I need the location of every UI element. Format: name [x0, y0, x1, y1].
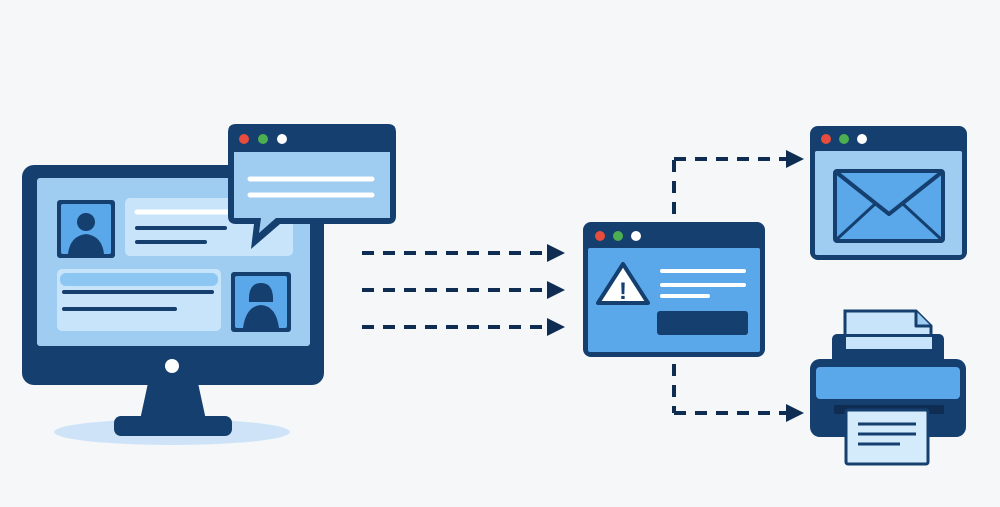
chat-window-icon — [228, 124, 396, 249]
dashed-arrow-icon — [362, 318, 565, 336]
dashed-arrow-icon — [362, 281, 565, 299]
message-highlight — [60, 273, 218, 286]
printer-front-panel — [816, 367, 960, 399]
window-dot-green — [839, 134, 849, 144]
window-dot-white — [857, 134, 867, 144]
monitor-base — [114, 416, 232, 436]
printer-icon — [810, 309, 966, 466]
envelope-window-icon — [810, 126, 967, 260]
alert-action-button — [657, 311, 748, 335]
user-avatar-female — [231, 272, 291, 332]
warning-dialog-icon: ! — [583, 222, 765, 357]
warning-symbol: ! — [619, 278, 627, 305]
dashed-arrow-icon — [672, 364, 804, 422]
envelope-icon — [833, 169, 945, 243]
dashed-arrow-icon — [362, 244, 565, 262]
monitor-power-button — [165, 359, 179, 373]
user-avatar-male — [57, 200, 115, 258]
printer-output-paper — [844, 408, 930, 466]
window-dot-white — [631, 231, 641, 241]
window-dot-white — [277, 134, 287, 144]
warning-triangle-icon: ! — [596, 262, 650, 305]
window-dot-green — [613, 231, 623, 241]
window-dot-red — [821, 134, 831, 144]
window-dot-red — [595, 231, 605, 241]
window-dot-green — [258, 134, 268, 144]
dashed-arrow-icon — [672, 150, 804, 214]
monitor-stand — [140, 383, 206, 420]
window-dot-red — [239, 134, 249, 144]
